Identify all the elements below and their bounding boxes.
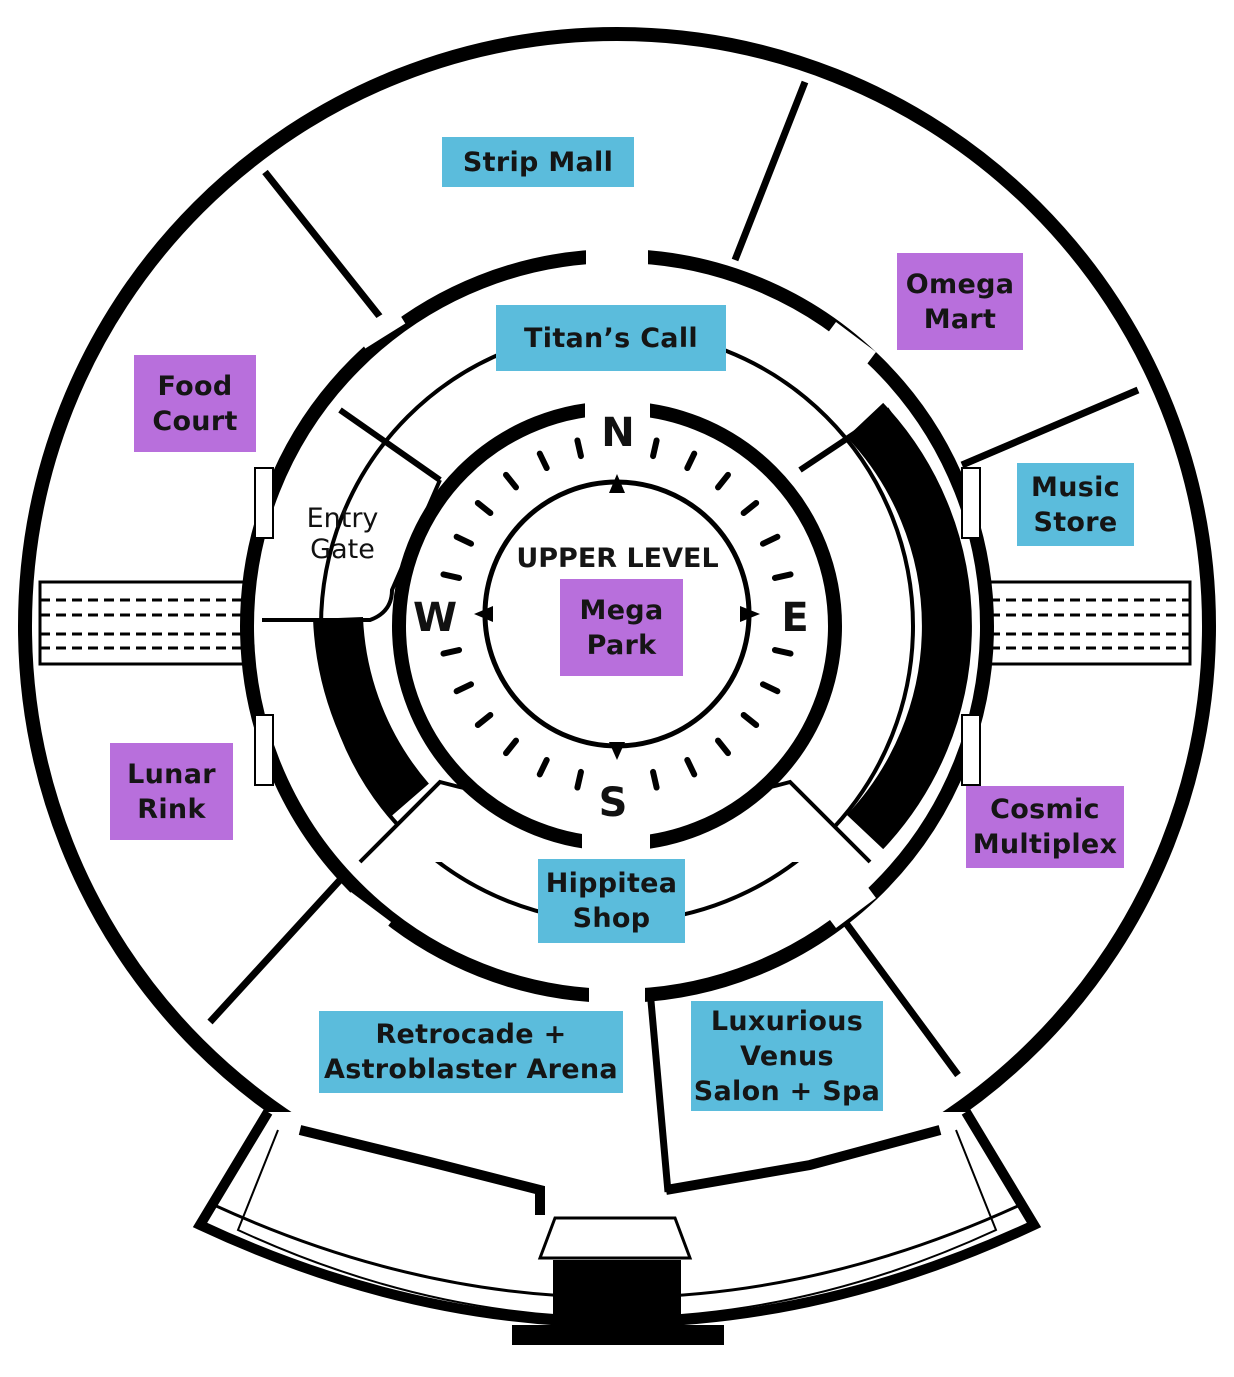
compass-west: W bbox=[412, 595, 458, 641]
store-label-line: Hippitea bbox=[545, 868, 678, 899]
compass-ticks bbox=[440, 437, 794, 791]
outer-ring-partitions bbox=[207, 80, 1140, 1193]
compass-tick bbox=[771, 647, 794, 657]
store-label-line: Multiplex bbox=[972, 829, 1118, 860]
compass-tick bbox=[759, 681, 781, 695]
compass-tick bbox=[684, 450, 698, 472]
store-label-line: Store bbox=[1033, 506, 1118, 538]
store-label-line: Venus bbox=[740, 1040, 834, 1072]
compass-north: N bbox=[601, 410, 635, 456]
compass-tick bbox=[453, 681, 475, 695]
compass-tick bbox=[474, 712, 494, 728]
store-label-line: Cosmic bbox=[990, 794, 1100, 825]
store-label-line: Mega bbox=[579, 594, 664, 626]
compass-tick bbox=[536, 756, 550, 778]
store-strip-mall[interactable]: Strip Mall bbox=[442, 137, 634, 187]
west-corridor bbox=[38, 580, 247, 666]
store-label-line: Titan’s Call bbox=[524, 322, 698, 354]
entry-gate-label: Entry Gate bbox=[290, 503, 395, 565]
compass-tick bbox=[650, 768, 660, 791]
compass-tick bbox=[715, 737, 731, 757]
compass-south: S bbox=[598, 780, 628, 826]
compass-tick bbox=[759, 533, 781, 547]
compass-tick bbox=[574, 437, 584, 460]
compass-tick bbox=[715, 471, 731, 491]
store-label-line: Astroblaster Arena bbox=[324, 1054, 618, 1085]
store-retrocade[interactable]: Retrocade + Astroblaster Arena bbox=[319, 1011, 623, 1093]
store-label-line: Music bbox=[1031, 471, 1120, 503]
store-label-line: Salon + Spa bbox=[693, 1075, 881, 1107]
compass-tick bbox=[684, 756, 698, 778]
store-label-line: Luxurious bbox=[710, 1005, 864, 1037]
compass-tick bbox=[440, 571, 463, 581]
compass-east: E bbox=[781, 595, 809, 641]
south-annex bbox=[192, 1109, 1042, 1345]
store-label-line: Park bbox=[586, 629, 657, 661]
compass-tick bbox=[503, 737, 519, 757]
store-label-line: Food bbox=[157, 370, 233, 402]
store-label-line: Strip Mall bbox=[462, 146, 614, 178]
compass-tick bbox=[574, 768, 584, 791]
store-label-line: Mart bbox=[923, 303, 997, 335]
compass-tick bbox=[503, 471, 519, 491]
compass-tick bbox=[474, 500, 494, 516]
east-corridor bbox=[988, 580, 1192, 666]
store-label-line: Court bbox=[152, 405, 238, 437]
compass-tick bbox=[440, 647, 463, 657]
store-label-line: Retrocade + bbox=[375, 1019, 567, 1050]
store-label-line: Lunar bbox=[127, 758, 216, 790]
compass-tick bbox=[650, 437, 660, 460]
compass-tick bbox=[740, 712, 760, 728]
store-label-line: Omega bbox=[905, 268, 1015, 300]
store-label-line: Rink bbox=[137, 793, 206, 825]
entry-line-2: Gate bbox=[310, 534, 375, 565]
compass-tick bbox=[771, 571, 794, 581]
compass-tick bbox=[740, 500, 760, 516]
entry-line-1: Entry bbox=[306, 503, 379, 534]
compass-tick bbox=[453, 533, 475, 547]
level-title: UPPER LEVEL bbox=[516, 543, 719, 574]
store-label-line: Shop bbox=[572, 903, 651, 934]
compass-tick bbox=[536, 450, 550, 472]
store-titans-call[interactable]: Titan’s Call bbox=[496, 305, 726, 371]
